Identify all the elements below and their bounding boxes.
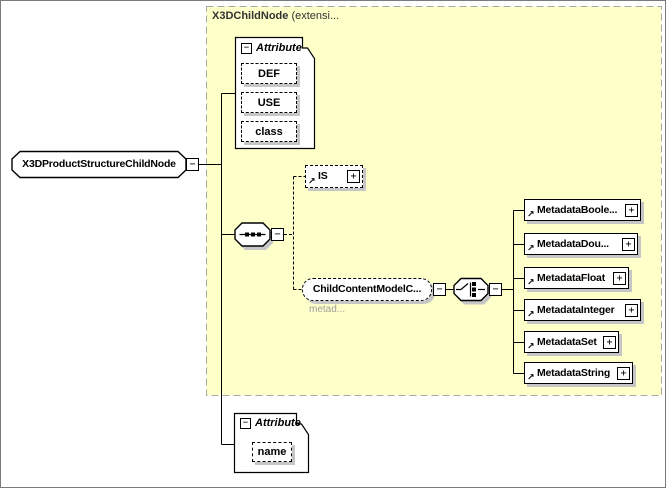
attribute-item-name[interactable]: name [252, 442, 292, 462]
metadata-node-set[interactable]: ↗ MetadataSet + [524, 331, 619, 353]
child-content-model-node[interactable]: ChildContentModelC... [302, 278, 432, 301]
dashed-connectors [284, 176, 305, 290]
sequence-compositor[interactable] [234, 222, 271, 247]
ref-arrow-icon: ↗ [527, 342, 535, 352]
ref-arrow-icon: ↗ [527, 278, 535, 288]
metadata-node-label: MetadataBoole... [537, 204, 618, 216]
ref-arrow-icon: ↗ [527, 244, 535, 254]
attribute-group-top-header: − Attribute [241, 42, 302, 54]
is-expand-button[interactable]: + [347, 170, 360, 183]
attribute-item-def[interactable]: DEF [241, 63, 297, 84]
metadata-node-boolean[interactable]: ↗ MetadataBoole... + [524, 199, 641, 221]
attribute-item-use[interactable]: USE [241, 92, 297, 113]
child-content-model-label: ChildContentModelC... [312, 283, 422, 295]
metadata-expand-button[interactable]: + [617, 367, 630, 380]
root-node-shape[interactable] [11, 150, 187, 179]
ref-arrow-icon: ↗ [527, 210, 535, 220]
metadata-node-label: MetadataDou... [537, 238, 609, 250]
attribute-group-bottom-header: − Attribute [240, 417, 301, 429]
root-node-label: X3DProductStructureChildNode [22, 158, 176, 170]
collapse-icon[interactable]: − [240, 417, 251, 429]
metadata-expand-button[interactable]: + [625, 204, 638, 217]
attribute-group-label: Attribute [255, 417, 301, 429]
ref-arrow-icon: ↗ [527, 373, 535, 383]
metadata-node-label: MetadataInteger [537, 304, 615, 316]
choice-collapse-button[interactable]: − [489, 283, 502, 296]
extension-title-suffix: (extensi... [288, 10, 340, 22]
metadata-node-label: MetadataFloat [537, 272, 605, 284]
extension-header: X3DChildNode (extensi... [212, 10, 339, 22]
ref-arrow-icon: ↗ [308, 177, 316, 187]
metadata-expand-button[interactable]: + [625, 304, 638, 317]
metadata-node-label: MetadataSet [537, 336, 597, 348]
metadata-node-integer[interactable]: ↗ MetadataInteger + [524, 299, 641, 321]
choice-compositor[interactable] [453, 277, 489, 302]
child-content-model-collapse-button[interactable]: − [433, 283, 446, 296]
sequence-collapse-button[interactable]: − [271, 228, 284, 241]
ref-arrow-icon: ↗ [527, 310, 535, 320]
metadata-expand-button[interactable]: + [603, 336, 616, 349]
metadata-node-float[interactable]: ↗ MetadataFloat + [524, 267, 629, 289]
attribute-group-label: Attribute [256, 42, 302, 54]
choice-icon [456, 282, 485, 297]
collapse-icon[interactable]: − [241, 42, 252, 54]
metadata-node-double[interactable]: ↗ MetadataDou... + [524, 233, 638, 255]
extension-title: X3DChildNode [212, 10, 289, 22]
is-node[interactable]: ↗ IS + [305, 165, 363, 188]
metadata-expand-button[interactable]: + [622, 238, 635, 251]
root-collapse-button[interactable]: − [186, 158, 199, 171]
solid-connectors [199, 93, 524, 445]
metadata-node-label: MetadataString [537, 367, 611, 379]
attribute-item-class[interactable]: class [241, 121, 297, 142]
child-content-model-annotation: metad... [309, 304, 346, 315]
metadata-expand-button[interactable]: + [613, 272, 626, 285]
is-node-label: IS [318, 170, 328, 182]
metadata-node-string[interactable]: ↗ MetadataString + [524, 362, 633, 384]
sequence-icon [239, 232, 266, 237]
